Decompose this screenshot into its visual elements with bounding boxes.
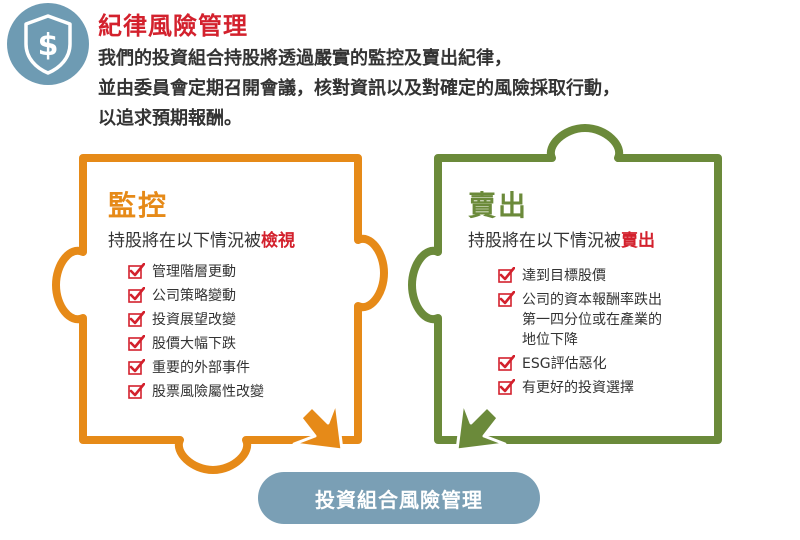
list-item-label: 股票風險屬性改變 (152, 384, 264, 400)
monitor-arrow-icon (292, 400, 344, 452)
list-item-label: 公司的資本報酬率跌出 (522, 292, 662, 308)
check-icon (128, 383, 145, 399)
check-icon (498, 379, 515, 395)
list-item-label: 達到目標股價 (522, 268, 606, 284)
intro-paragraph: 我們的投資組合持股將透過嚴實的監控及賣出紀律， 並由委員會定期召開會議，核對資訊… (98, 44, 788, 134)
sell-subtitle: 持股將在以下情況被賣出 (468, 226, 655, 251)
check-icon (128, 287, 145, 303)
list-item-label: 股價大幅下跌 (152, 336, 236, 352)
list-item: 公司的資本報酬率跌出第一四分位或在產業的地位下降 (498, 290, 708, 350)
list-item-label: 有更好的投資選擇 (522, 380, 634, 396)
list-item: 重要的外部事件 (128, 358, 348, 378)
list-item-label: 重要的外部事件 (152, 360, 250, 376)
list-item: 股票風險屬性改變 (128, 382, 348, 402)
sell-checklist: 達到目標股價 公司的資本報酬率跌出第一四分位或在產業的地位下降 ESG評估惡化 … (498, 266, 708, 402)
sell-subtitle-text: 持股將在以下情況被 (468, 231, 621, 251)
list-item: 達到目標股價 (498, 266, 708, 286)
check-icon (498, 291, 515, 307)
sell-subtitle-highlight: 賣出 (621, 231, 655, 251)
monitor-subtitle: 持股將在以下情況被檢視 (108, 226, 295, 251)
check-icon (128, 263, 145, 279)
check-icon (128, 335, 145, 351)
intro-line: 並由委員會定期召開會議，核對資訊以及對確定的風險採取行動， (98, 78, 620, 99)
list-item: 管理階層更動 (128, 262, 348, 282)
check-icon (128, 311, 145, 327)
monitor-checklist: 管理階層更動 公司策略變動 投資展望改變 股價大幅下跌 重要的外部事件 股票風險… (128, 262, 348, 406)
list-item-label: 第一四分位或在產業的 (522, 312, 662, 328)
list-item-label: 投資展望改變 (152, 312, 236, 328)
sell-arrow-icon (455, 400, 507, 452)
list-item: 公司策略變動 (128, 286, 348, 306)
intro-line: 以追求預期報酬。 (98, 108, 242, 129)
list-item-label: 管理階層更動 (152, 264, 236, 280)
list-item-label: 地位下降 (522, 332, 578, 348)
portfolio-risk-management-label: 投資組合風險管理 (258, 472, 540, 524)
monitor-title: 監控 (108, 189, 169, 222)
monitor-subtitle-highlight: 檢視 (261, 231, 295, 251)
list-item: 投資展望改變 (128, 310, 348, 330)
page-title: 紀律風險管理 (98, 12, 248, 40)
intro-line: 我們的投資組合持股將透過嚴實的監控及賣出紀律， (98, 48, 512, 69)
svg-text:$: $ (38, 28, 59, 63)
list-item-label: 公司策略變動 (152, 288, 236, 304)
shield-dollar-icon: $ (7, 3, 89, 85)
check-icon (498, 355, 515, 371)
sell-title: 賣出 (468, 189, 529, 222)
check-icon (128, 359, 145, 375)
monitor-subtitle-text: 持股將在以下情況被 (108, 231, 261, 251)
monitor-puzzle-piece (52, 154, 388, 474)
check-icon (498, 267, 515, 283)
list-item: ESG評估惡化 (498, 354, 708, 374)
list-item: 股價大幅下跌 (128, 334, 348, 354)
sell-puzzle-piece (408, 124, 722, 444)
list-item-label: ESG評估惡化 (522, 356, 607, 372)
list-item: 有更好的投資選擇 (498, 378, 708, 398)
